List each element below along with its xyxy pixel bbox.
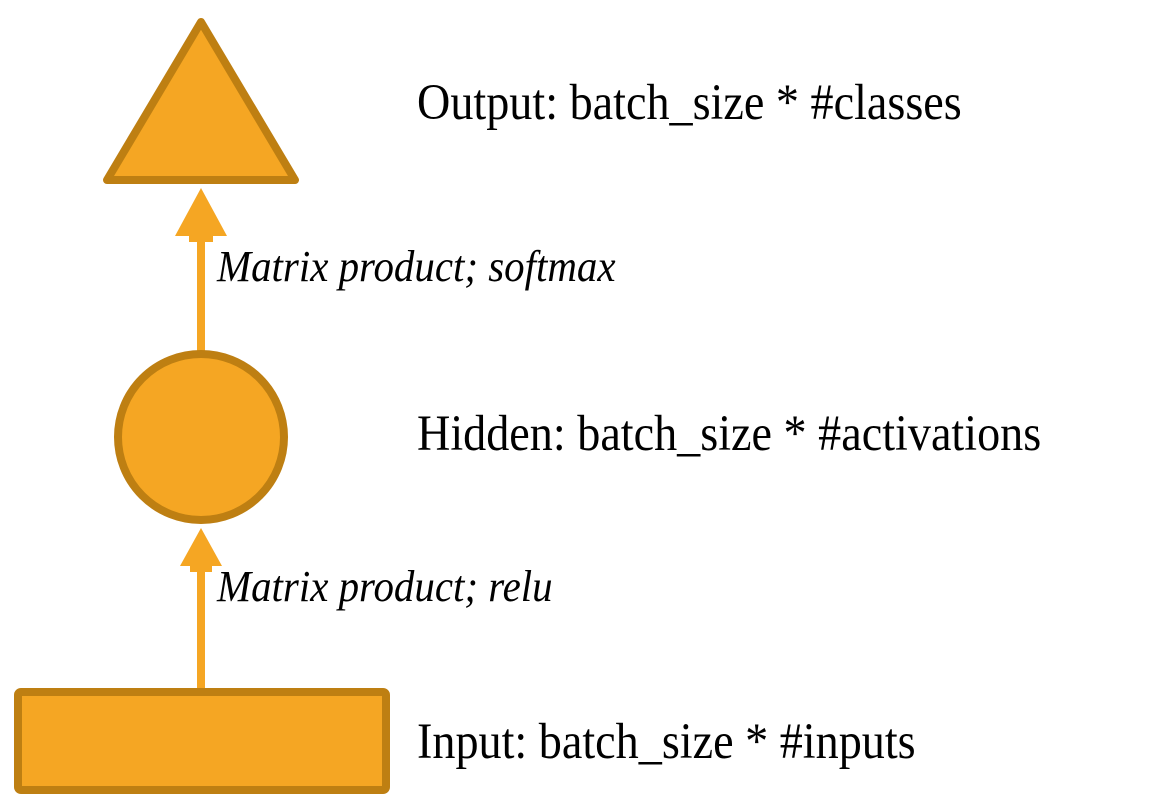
node-input-rectangle[interactable]	[14, 688, 390, 794]
node-input-label: Input: batch_size * #inputs	[417, 714, 916, 770]
edge-input-to-hidden-arrow	[180, 528, 222, 690]
edge-hidden-to-output-label: Matrix product; softmax	[217, 242, 616, 291]
edge-input-to-hidden-label: Matrix product; relu	[217, 562, 553, 611]
node-hidden-label: Hidden: batch_size * #activations	[417, 406, 1042, 462]
edge-hidden-to-output-arrow	[175, 188, 227, 353]
node-output-triangle[interactable]	[103, 18, 299, 184]
node-hidden-circle[interactable]	[114, 350, 288, 524]
node-output-label: Output: batch_size * #classes	[417, 75, 962, 131]
